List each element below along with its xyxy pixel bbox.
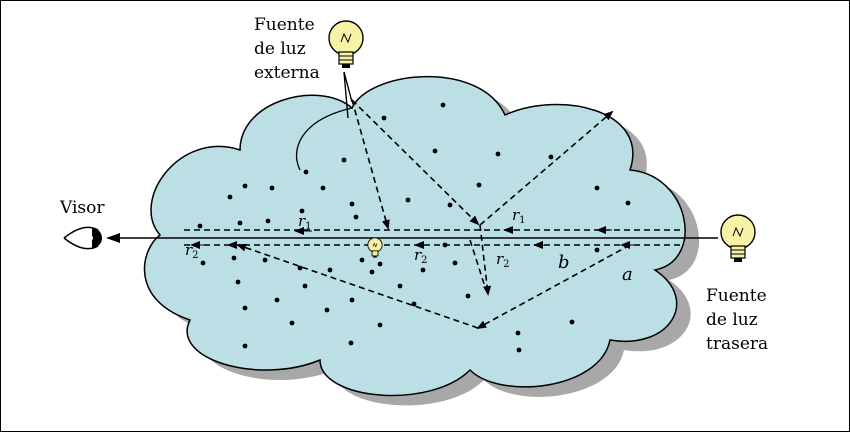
- ray-scatter-down: [479, 224, 492, 296]
- particle-dot: [265, 218, 271, 224]
- r2-label-mid: r2: [414, 246, 428, 266]
- segment-a-label: a: [622, 264, 633, 285]
- back-source-line1: Fuente: [706, 286, 767, 306]
- segment-b-label: b: [558, 252, 570, 273]
- particle-dot: [289, 320, 295, 326]
- particle-dot: [299, 208, 305, 214]
- ray-to-viewer: [236, 243, 479, 329]
- viewer-label: Visor: [59, 198, 105, 218]
- particle-dot: [231, 255, 237, 261]
- particle-dot: [349, 297, 355, 303]
- particle-dots: [197, 102, 631, 353]
- particle-dot: [242, 183, 248, 189]
- particle-dot: [274, 297, 280, 303]
- particle-dot: [440, 102, 446, 108]
- leader-external-1: [343, 71, 353, 103]
- back-bulb-icon: [720, 214, 756, 262]
- ray-scatter-up: [479, 110, 614, 226]
- particle-dot: [452, 260, 458, 266]
- leader-external-2: [343, 71, 349, 119]
- particle-dot: [237, 220, 243, 226]
- particle-dot: [476, 182, 482, 188]
- particle-dot: [381, 115, 387, 121]
- particle-dot: [569, 319, 575, 325]
- ray-scatter-mid: [469, 239, 487, 291]
- external-source-line2: de luz: [254, 39, 306, 59]
- external-source-line3: externa: [254, 63, 320, 83]
- particle-dot: [625, 200, 631, 206]
- particle-dot: [242, 343, 248, 349]
- particle-dot: [359, 257, 365, 263]
- particle-dot: [432, 148, 438, 154]
- ray-back-scatter: [476, 244, 631, 329]
- particle-dot: [269, 185, 275, 191]
- particle-dot: [377, 261, 383, 267]
- particle-dot: [348, 340, 354, 346]
- particle-dot: [302, 283, 308, 289]
- r2-label-right: r2: [496, 250, 510, 270]
- particle-dot: [369, 269, 375, 275]
- inner-bulb-icon: [367, 237, 383, 258]
- cloud: [143, 75, 686, 397]
- back-source-line2: de luz: [706, 310, 758, 330]
- particle-dot: [516, 347, 522, 353]
- eye-icon: [63, 226, 102, 250]
- particle-dot: [411, 301, 417, 307]
- external-source-line1: Fuente: [254, 15, 315, 35]
- particle-dot: [420, 267, 426, 273]
- r1-label-left: r1: [298, 212, 312, 232]
- ray-external-1: [351, 99, 390, 230]
- particle-dot: [242, 305, 248, 311]
- particle-dot: [515, 330, 521, 336]
- particle-dot: [320, 185, 326, 191]
- particle-dot: [405, 197, 411, 203]
- particle-dot: [341, 157, 347, 163]
- particle-dot: [303, 169, 309, 175]
- particle-dot: [594, 185, 600, 191]
- particle-dot: [227, 194, 233, 200]
- particle-dot: [594, 247, 600, 253]
- back-source-line3: trasera: [706, 334, 768, 354]
- particle-dot: [262, 257, 268, 263]
- external-bulb-icon: [328, 20, 364, 68]
- r2-label-left: r2: [185, 241, 199, 261]
- r1-label-right: r1: [512, 206, 526, 226]
- particle-dot: [397, 283, 403, 289]
- particle-dot: [353, 214, 359, 220]
- particle-dot: [324, 307, 330, 313]
- particle-dot: [327, 267, 333, 273]
- particle-dot: [235, 279, 241, 285]
- particle-dot: [349, 201, 355, 207]
- particle-dot: [495, 151, 501, 157]
- particle-dot: [447, 202, 453, 208]
- particle-dot: [548, 154, 554, 160]
- particle-dot: [200, 260, 206, 266]
- particle-dot: [377, 322, 383, 328]
- particle-dot: [465, 293, 471, 299]
- particle-dot: [297, 265, 303, 271]
- particle-dot: [197, 223, 203, 229]
